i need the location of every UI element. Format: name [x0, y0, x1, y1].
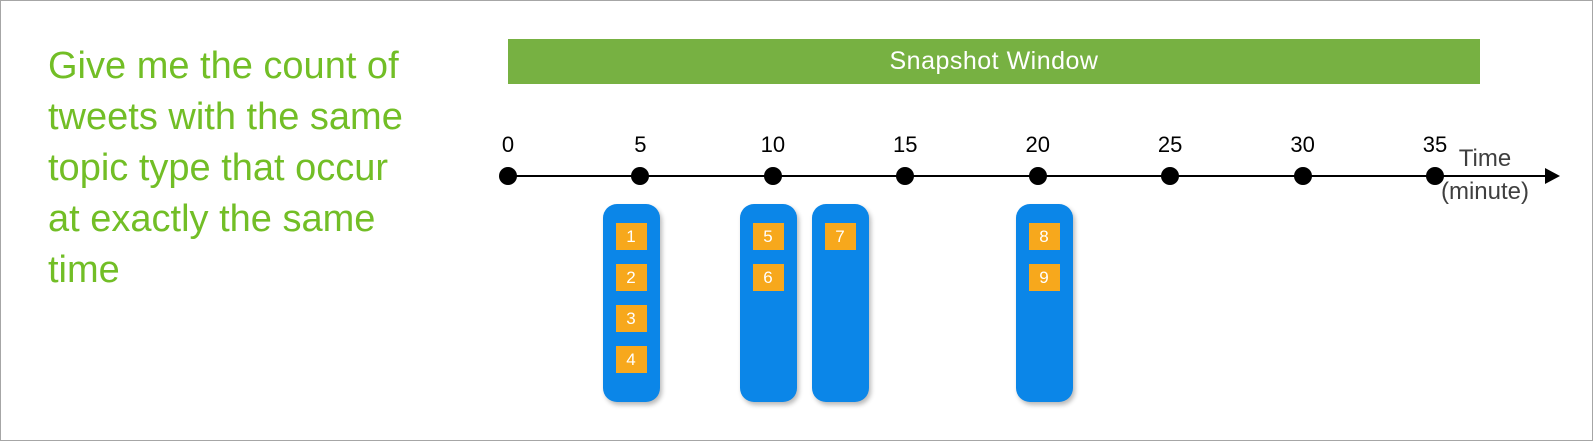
- axis-tick-label: 5: [634, 132, 647, 157]
- time-axis-line: [508, 175, 1547, 177]
- axis-tick-label: 20: [1025, 132, 1050, 157]
- snapshot-window-banner: Snapshot Window: [508, 39, 1480, 84]
- prompt-line: tweets with the same: [48, 96, 403, 138]
- axis-tick-label: 10: [760, 132, 786, 157]
- axis-tick-dot: [631, 167, 650, 185]
- tweet-box-3: 3: [615, 305, 647, 332]
- tweets-at-minute-12: 7: [811, 204, 869, 402]
- tweet-box-8: 8: [1028, 223, 1060, 250]
- tweet-box-2: 2: [615, 264, 647, 291]
- prompt-line: topic type that occur: [48, 147, 389, 189]
- prompt-line: Give me the count of: [48, 45, 399, 87]
- axis-caption: Time (minute): [1435, 142, 1535, 208]
- axis-tick-dot: [1293, 167, 1312, 185]
- axis-arrowhead-icon: [1545, 168, 1560, 184]
- axis-tick-dot: [499, 167, 517, 185]
- axis-caption-minute: (minute): [1440, 178, 1530, 205]
- prompt-text: Give me the count of tweets with the same…: [48, 41, 468, 296]
- tweet-box-5: 5: [752, 223, 784, 250]
- prompt-line: time: [48, 249, 120, 291]
- axis-tick-label: 25: [1157, 132, 1183, 157]
- axis-tick-label: 35: [1422, 132, 1448, 157]
- tweets-at-minute-5: 1 2 3 4: [602, 204, 660, 402]
- tweet-box-7: 7: [824, 223, 856, 250]
- axis-tick-dot: [1161, 167, 1180, 185]
- axis-tick-dot: [1028, 167, 1047, 185]
- axis-tick-label: 15: [893, 132, 918, 157]
- tweet-box-6: 6: [752, 264, 784, 291]
- tweet-box-9: 9: [1028, 264, 1060, 291]
- axis-tick-dot: [1426, 167, 1444, 185]
- prompt-line: at exactly the same: [48, 198, 376, 240]
- axis-caption-time: Time: [1458, 145, 1512, 172]
- tweet-box-1: 1: [615, 223, 647, 250]
- axis-tick-label: 30: [1290, 132, 1315, 157]
- tweet-box-4: 4: [615, 346, 647, 373]
- axis-tick-dot: [763, 167, 782, 185]
- axis-tick-label: 0: [501, 132, 515, 157]
- axis-tick-dot: [896, 167, 915, 185]
- snapshot-window-label: Snapshot Window: [889, 47, 1099, 75]
